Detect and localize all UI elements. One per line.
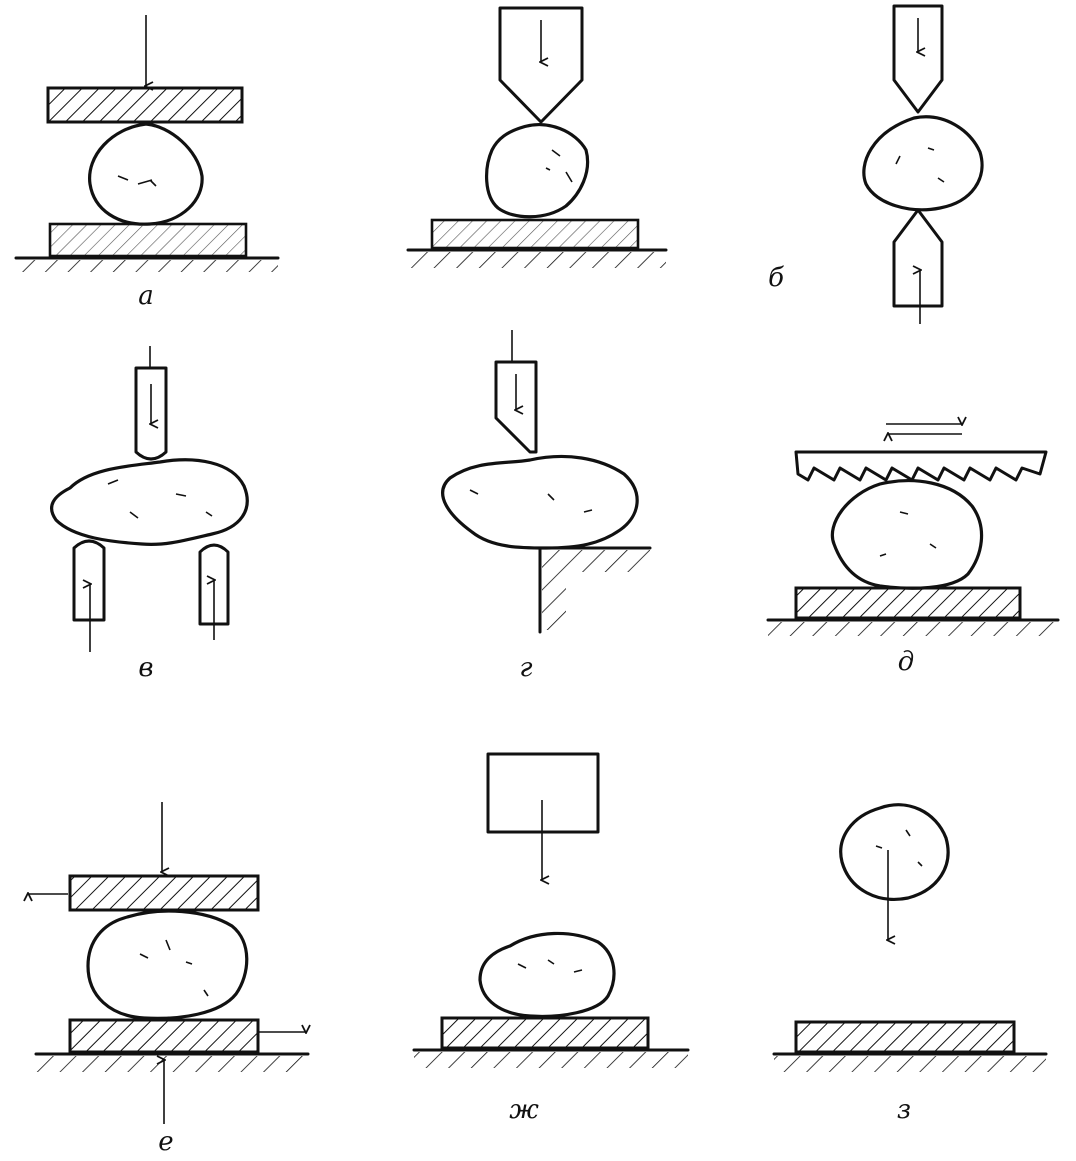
rock	[485, 123, 590, 219]
panel-d-sawing: д	[766, 424, 1060, 677]
lower-wedge-tool	[892, 208, 944, 308]
ledge-hatching-side	[542, 572, 566, 630]
rock	[50, 458, 249, 546]
panel-zh-impact: ж	[412, 752, 690, 1125]
ground-hatching	[768, 622, 1058, 636]
panel-g-shear: г	[441, 330, 652, 683]
panel-label-b: б	[768, 263, 784, 293]
rock	[88, 122, 204, 226]
panel-label-v: в	[138, 653, 153, 683]
ground-hatching	[408, 252, 666, 268]
panel-label-e: е	[158, 1127, 173, 1157]
ledge-hatching-top	[542, 550, 650, 572]
panel-a-compression: а	[14, 15, 280, 311]
rock	[478, 931, 616, 1018]
support-plate	[794, 586, 1022, 620]
rock-texture	[117, 175, 157, 187]
panel-v-bending: в	[50, 346, 249, 683]
saw-blade	[794, 450, 1048, 482]
rock	[862, 115, 984, 212]
rock	[441, 454, 639, 550]
ground-hatching	[16, 260, 278, 272]
panel-wedge-splitting	[406, 6, 668, 268]
rock-texture	[875, 829, 923, 867]
rock-texture	[139, 939, 209, 997]
ground-hatching	[414, 1052, 688, 1068]
drop-weight	[486, 752, 600, 834]
falling-rock	[839, 803, 950, 901]
anvil-plate	[440, 1016, 650, 1050]
rock	[86, 909, 249, 1020]
ledge-edge	[538, 546, 652, 634]
rock-texture	[107, 479, 213, 519]
panel-label-d: д	[898, 647, 914, 677]
panel-b-double-wedge: б	[768, 4, 984, 324]
upper-press-plate	[46, 86, 244, 124]
lower-support-plate	[48, 222, 248, 258]
rock-texture	[545, 149, 573, 183]
support-plate	[430, 218, 640, 250]
rock-texture	[895, 147, 945, 183]
panel-label-g: г	[519, 653, 532, 683]
upper-wedge-tool	[892, 4, 944, 114]
impact-plate	[794, 1020, 1016, 1054]
ground-hatching	[774, 1056, 1046, 1072]
panel-label-a: а	[138, 281, 154, 311]
lower-press-plate	[68, 1018, 260, 1054]
left-support-punch	[72, 539, 106, 622]
panel-z-free-fall: з	[772, 803, 1048, 1125]
panel-label-z: з	[897, 1095, 911, 1125]
rock-texture	[517, 959, 583, 973]
panel-e-compression-shear: е	[28, 802, 308, 1157]
ground-hatching	[36, 1056, 308, 1072]
rock-texture	[469, 489, 593, 513]
panel-label-zh: ж	[509, 1095, 539, 1125]
rock-texture	[879, 511, 937, 557]
upper-press-plate	[68, 874, 260, 912]
rock	[830, 479, 984, 590]
